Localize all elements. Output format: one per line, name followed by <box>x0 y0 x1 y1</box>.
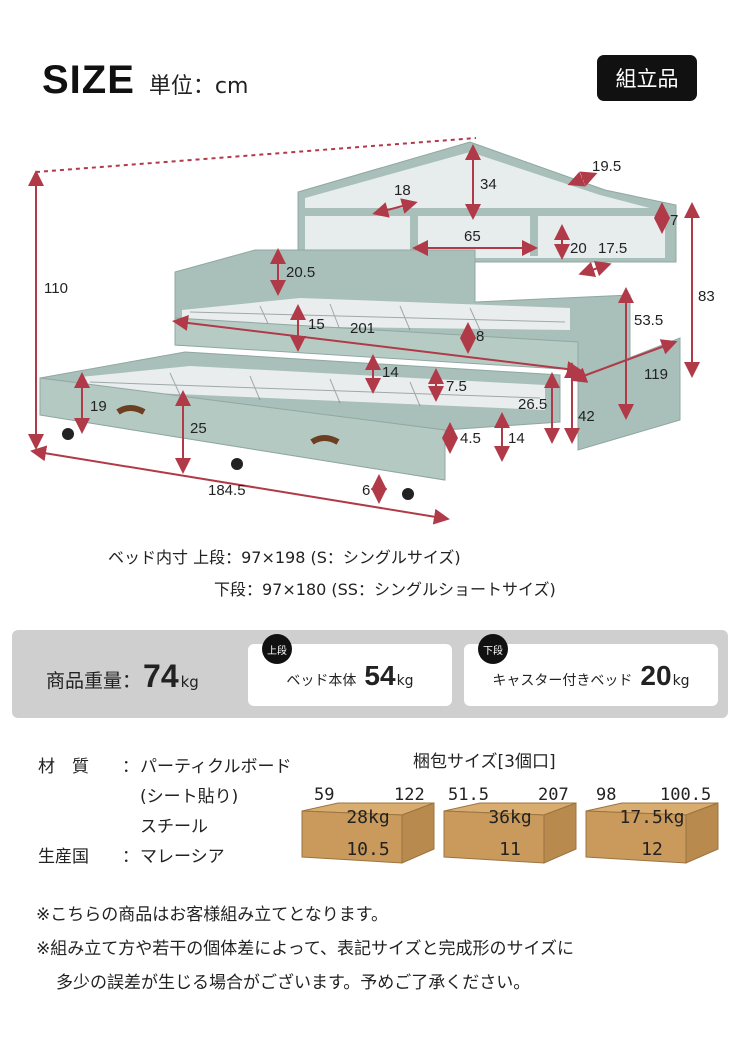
spec-upper: ベッド内寸 上段：97×198 (S：シングルサイズ) <box>108 542 556 574</box>
package-box-1: 59 122 28kg 10.5 <box>298 785 438 865</box>
dim-gap: 8 <box>476 328 485 345</box>
assembly-badge: 組立品 <box>597 55 697 101</box>
dim-trundle-side: 19 <box>90 398 107 415</box>
dim-shelf-height: 20 <box>570 240 587 257</box>
dim-trundle-edge: 14 <box>382 364 399 381</box>
box-3-depth: 98 <box>596 785 617 805</box>
packing-title: 梱包サイズ[3個口] <box>413 752 556 772</box>
box-3-weight: 17.5kg <box>619 807 685 828</box>
box-3-height: 12 <box>641 839 663 860</box>
box-icon <box>301 802 435 864</box>
dim-trundle-gap: 7.5 <box>446 378 467 395</box>
box-2-weight: 36kg <box>488 807 532 828</box>
unit-label: 単位：cm <box>148 74 249 99</box>
card-tag-upper: 上段 <box>262 634 292 664</box>
materials: 材 質 ： パーティクルボード (シート貼り) スチール 生産国 ： マレーシア <box>38 752 291 872</box>
dim-shelf-width: 18 <box>394 182 411 199</box>
dim-shelf-length: 65 <box>464 228 481 245</box>
weight-label: 商品重量： <box>46 670 142 692</box>
dim-length: 201 <box>350 320 376 337</box>
dim-headboard: 20.5 <box>286 264 316 281</box>
card-tag-lower: 下段 <box>478 634 508 664</box>
dim-total-height: 110 <box>44 280 68 297</box>
spec-lower-value: 下段：97×180 (SS：シングルショートサイズ) <box>214 580 556 599</box>
spec-label: ベッド内寸 <box>108 548 189 567</box>
material-value-2: (シート貼り) <box>140 787 239 807</box>
origin-key: 生産国 <box>38 847 89 867</box>
box-1-depth: 59 <box>314 785 335 805</box>
spec-lower: 下段：97×180 (SS：シングルショートサイズ) <box>108 574 556 606</box>
dim-trundle-wall: 14 <box>508 430 525 447</box>
dim-trundle-length: 184.5 <box>208 482 246 499</box>
box-2-height: 11 <box>499 839 521 860</box>
card-unit-lower: kg <box>672 673 690 689</box>
weight-value: 74 <box>143 658 179 694</box>
box-icon <box>585 802 719 864</box>
header: SIZE 単位：cm <box>42 58 248 103</box>
inner-dimensions: ベッド内寸 上段：97×198 (S：シングルサイズ) 下段：97×180 (S… <box>108 542 556 606</box>
material-row: 材 質 ： パーティクルボード <box>38 752 291 782</box>
dim-shelf-side: 7 <box>670 212 679 229</box>
note-3: 多少の誤差が生じる場合がございます。予めご了承ください。 <box>56 973 531 993</box>
card-label-lower: キャスター付きベッド <box>492 673 633 689</box>
card-unit-upper: kg <box>396 673 414 689</box>
weight-unit: kg <box>180 673 199 691</box>
origin-row: 生産国 ： マレーシア <box>38 842 291 872</box>
card-label-upper: ベッド本体 <box>286 673 357 689</box>
dim-trundle-inner: 26.5 <box>518 396 548 413</box>
weight-card-lower: 下段 キャスター付きベッド 20 kg <box>464 634 718 706</box>
notes: ※こちらの商品はお客様組み立てとなります。 ※組み立て方や若干の個体差によって、… <box>36 898 574 1000</box>
weight-card-upper: 上段 ベッド本体 54 kg <box>248 634 452 706</box>
card-value-upper: 54 <box>364 660 396 691</box>
page-title: SIZE <box>42 58 135 102</box>
dim-caster-gap: 4.5 <box>460 430 481 447</box>
card-value-lower: 20 <box>640 660 672 691</box>
box-1-width: 122 <box>394 785 425 805</box>
dim-side-rail: 53.5 <box>634 312 664 329</box>
dim-trundle-height: 25 <box>190 420 207 437</box>
box-icon <box>443 802 577 864</box>
dim-roof-slope: 19.5 <box>592 158 622 175</box>
material-value-3: スチール <box>140 817 208 837</box>
dim-guard-height: 15 <box>308 316 325 333</box>
box-2-depth: 51.5 <box>448 785 489 805</box>
dim-back-height: 83 <box>698 288 715 305</box>
dim-shelf-depth: 17.5 <box>598 240 628 257</box>
total-weight: 商品重量： 74 kg <box>46 658 199 695</box>
box-1-weight: 28kg <box>346 807 390 828</box>
dim-shelf-top-height: 34 <box>480 176 497 193</box>
note-1: ※こちらの商品はお客様組み立てとなります。 <box>36 905 389 925</box>
dim-under-height: 42 <box>578 408 595 425</box>
material-value-1: パーティクルボード <box>140 757 292 777</box>
origin-value: マレーシア <box>140 847 225 867</box>
box-2-width: 207 <box>538 785 569 805</box>
dim-caster: 6 <box>362 482 371 499</box>
note-2: ※組み立て方や若干の個体差によって、表記サイズと完成形のサイズに <box>36 939 575 959</box>
package-box-2: 51.5 207 36kg 11 <box>440 785 580 865</box>
bed-illustration <box>28 137 700 525</box>
dim-width: 119 <box>644 366 668 383</box>
box-3-width: 100.5 <box>660 785 712 805</box>
spec-upper-value: 上段：97×198 (S：シングルサイズ) <box>193 548 461 567</box>
package-box-3: 98 100.5 17.5kg 12 <box>582 785 722 865</box>
weight-panel: 商品重量： 74 kg 上段 ベッド本体 54 kg 下段 キャスター付きベッド… <box>12 630 728 718</box>
box-1-height: 10.5 <box>346 839 390 860</box>
material-key: 材 質 <box>38 757 89 777</box>
bed-diagram: 110 19.5 34 18 7 65 20 17.5 20.5 83 15 2… <box>0 130 740 530</box>
